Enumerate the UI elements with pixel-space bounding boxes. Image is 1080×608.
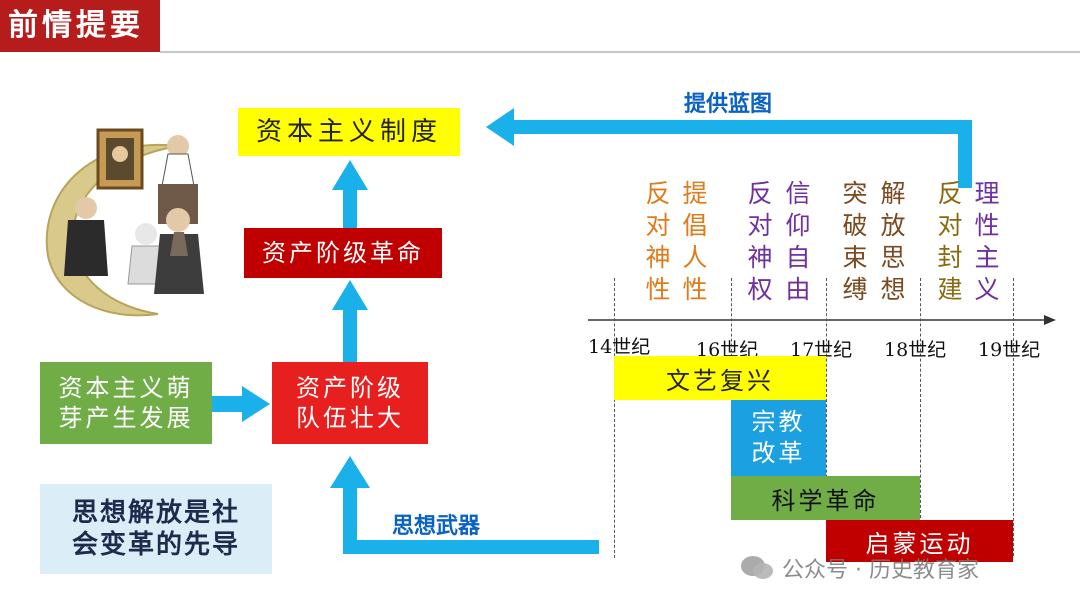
arrow-bourgeoisie-to-revolution (332, 280, 368, 362)
gridline-14c (614, 278, 615, 558)
blueprint-arrow (486, 108, 972, 188)
wechat-icon (741, 556, 773, 579)
bourgeois-revolution-box: 资产阶级革命 (244, 228, 442, 278)
watermark-text: 公众号 · 历史教育家 (782, 558, 979, 583)
gridline-17c (826, 278, 827, 518)
scientific-revolution-bar: 科学革命 (731, 476, 920, 520)
idea-oppose-feudalism: 反对封建 (937, 179, 963, 304)
arrow-revolution-to-system (332, 160, 368, 228)
renaissance-bar: 文艺复兴 (614, 356, 826, 400)
gridline-19c (1013, 278, 1014, 556)
ideological-weapon-label: 思想武器 (392, 514, 481, 539)
century-label-18: 18世纪 (884, 339, 947, 361)
arrow-sprouts-to-bourgeoisie (212, 386, 270, 422)
watermark: 公众号 · 历史教育家 (740, 552, 979, 584)
idea-oppose-theocracy: 反对神权 (747, 179, 773, 304)
conclusion-box: 思想解放是社 会变革的先导 (40, 484, 272, 574)
reformation-line2: 改革 (751, 439, 806, 467)
enlightenment-bar: 启蒙运动 (826, 520, 1013, 562)
gridline-18c (920, 278, 921, 518)
idea-rationalism: 理性主义 (974, 179, 1000, 304)
capitalism-sprouts-box: 资本主义萌 芽产生发展 (40, 362, 212, 444)
idea-liberate-thought: 解放思想 (880, 179, 906, 304)
capitalist-system-box: 资本主义制度 (238, 108, 460, 156)
idea-break-constraints: 突破束缚 (842, 179, 868, 304)
idea-oppose-divinity: 反对神性 (645, 179, 671, 304)
blueprint-label: 提供蓝图 (684, 92, 773, 117)
historical-figures-illustration (45, 128, 204, 317)
reformation-line1: 宗教 (751, 407, 806, 436)
page-title: 前情提要 (0, 0, 160, 52)
reformation-bar: 宗教 改革 (731, 400, 826, 476)
ideological-weapon-arrow (330, 456, 599, 554)
bourgeoisie-growth-box: 资产阶级 队伍壮大 (272, 362, 428, 444)
timeline-axis (588, 315, 1056, 325)
capitalism-sprouts-line2: 芽产生发展 (58, 404, 194, 432)
conclusion-line1: 思想解放是社 (71, 497, 240, 528)
idea-religious-freedom: 信仰自由 (785, 179, 811, 304)
bourgeoisie-growth-line1: 资产阶级 (296, 374, 404, 402)
conclusion-line2: 会变革的先导 (71, 530, 240, 560)
idea-promote-humanity: 提倡人性 (682, 179, 708, 304)
century-label-16: 16世纪 (696, 339, 759, 361)
century-label-14: 14世纪 (588, 336, 651, 358)
century-label-17: 17世纪 (790, 339, 853, 361)
bourgeoisie-growth-line2: 队伍壮大 (296, 404, 404, 432)
century-label-19: 19世纪 (978, 339, 1041, 361)
header-divider (160, 51, 1080, 53)
capitalism-sprouts-line1: 资本主义萌 (58, 374, 194, 402)
